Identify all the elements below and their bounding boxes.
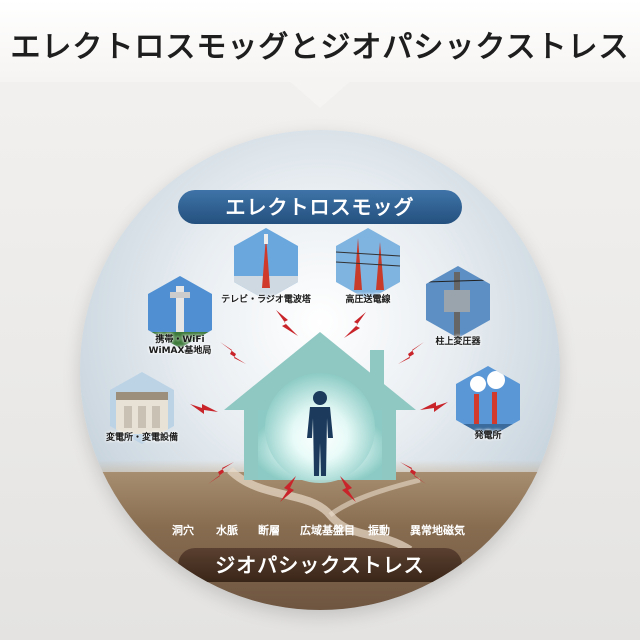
bolt-icon (344, 312, 366, 338)
bolt-icon (400, 462, 426, 484)
geopathic-item: 断層 (258, 524, 280, 537)
bolt-icon (398, 342, 424, 364)
mobile-base-image (148, 276, 212, 348)
ground-layer (80, 472, 560, 610)
bolt-icon (340, 476, 356, 502)
geopathic-item: 水脈 (216, 524, 238, 537)
pole-transformer-image (426, 266, 490, 338)
power-plant-label: 発電所 (474, 431, 502, 441)
bolt-icon (208, 462, 234, 484)
geopathic-item: 異常地磁気 (410, 524, 465, 537)
bolt-icon (190, 404, 218, 414)
power-line-image (336, 228, 400, 300)
bolt-icon (220, 342, 246, 364)
title-banner (0, 0, 640, 82)
tv-tower-image (234, 228, 298, 300)
bolt-icon (420, 402, 448, 412)
banner-notch (288, 80, 352, 108)
bolt-icon (280, 476, 296, 502)
geopathic-item: 広域基盤目 (300, 524, 355, 537)
geopathic-item: 洞穴 (172, 524, 194, 537)
geopathic-stress-label: ジオパシックストレス (178, 548, 462, 582)
electrosmog-label: エレクトロスモッグ (178, 190, 462, 224)
ground-cracks (227, 467, 421, 550)
substation-label: 変電所・変電設備 (105, 433, 178, 443)
pole-transformer-label: 柱上変圧器 (435, 337, 481, 347)
geopathic-item: 振動 (368, 524, 390, 537)
tv-tower-label: テレビ・ラジオ電波塔 (221, 295, 311, 305)
mobile-base-label-line1: 携帯・WiFi (155, 335, 205, 345)
page-title: エレクトロスモッグとジオパシックストレス (10, 30, 630, 65)
person-icon (307, 391, 333, 476)
power-line-label: 高圧送電線 (345, 295, 391, 305)
diagram-circle: エレクトロスモッグ テレビ・ラジオ電波塔 高圧送電線 柱上変圧器 (80, 130, 560, 610)
bolt-icon (276, 310, 298, 336)
mobile-base-label-line2: WiMAX基地局 (148, 346, 212, 356)
